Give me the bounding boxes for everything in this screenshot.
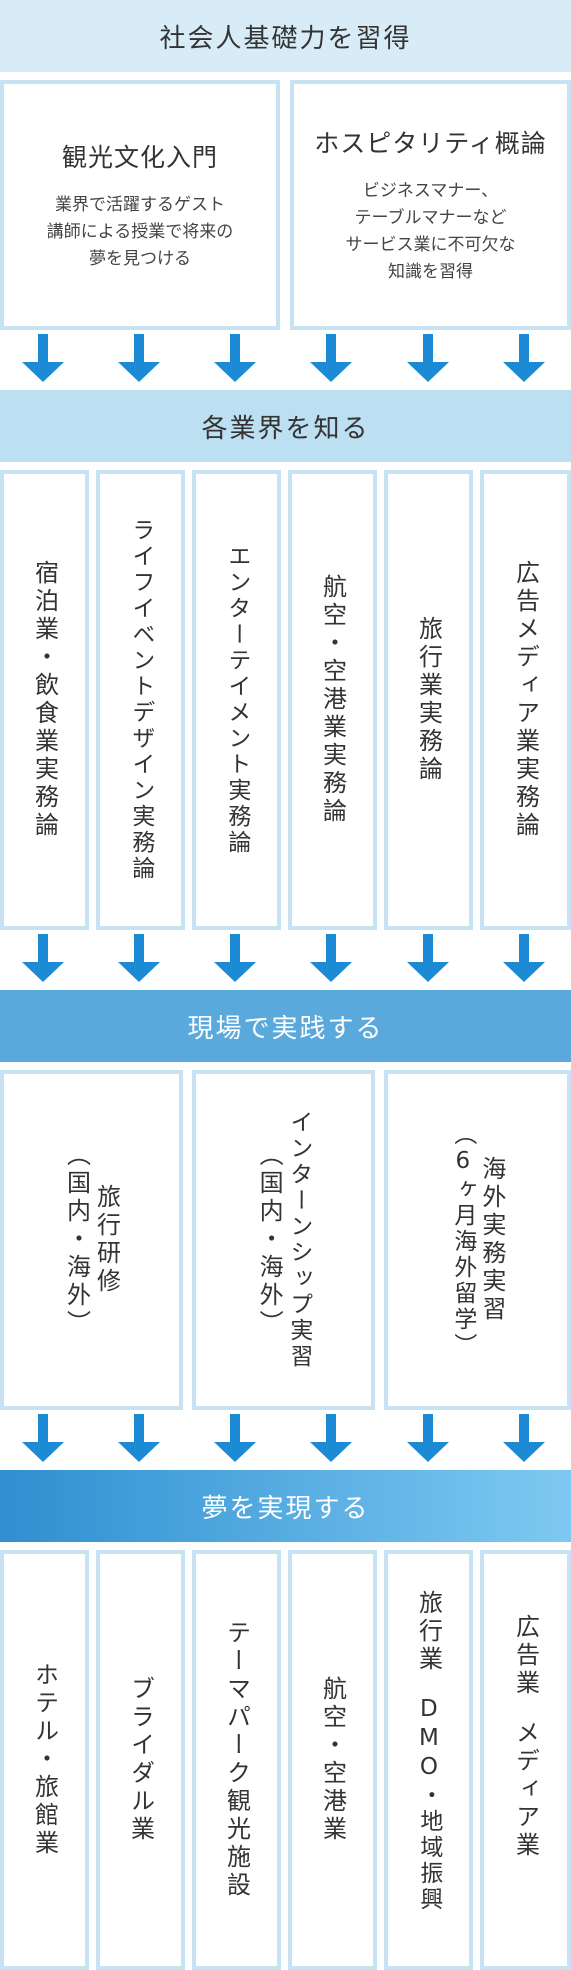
banner-know-industries: 各業界を知る <box>0 390 571 462</box>
desc-line: 知識を習得 <box>388 262 473 282</box>
career-box: ブライダル業 <box>96 1550 185 1970</box>
down-arrow-icon <box>407 1414 449 1462</box>
career-label: ブライダル業 <box>126 1676 155 1844</box>
down-arrow-icon <box>118 1414 160 1462</box>
down-arrow-icon <box>407 934 449 982</box>
career-box: テーマパーク観光施設 <box>192 1550 281 1970</box>
down-arrow-icon <box>310 334 352 382</box>
practice-main: 海外実務実習 <box>477 1156 506 1324</box>
career-label: 旅行業 <box>414 1590 443 1674</box>
desc-line: 夢を見つける <box>89 248 191 269</box>
down-arrow-icon <box>503 934 545 982</box>
down-arrow-icon <box>22 334 64 382</box>
career-label: メディア業 <box>511 1720 540 1860</box>
down-arrow-icon <box>118 934 160 982</box>
course-tourism-culture: 観光文化入門 業界で活躍するゲスト 講師による授業で将来の 夢を見つける <box>0 80 280 330</box>
down-arrow-icon <box>310 1414 352 1462</box>
industry-label: ライフイベントデザイン実務論 <box>127 518 154 882</box>
banner-realize-dream: 夢を実現する <box>0 1470 571 1542</box>
down-arrow-icon <box>503 1414 545 1462</box>
industry-box: ライフイベントデザイン実務論 <box>96 470 185 930</box>
banner-basic-skills: 社会人基礎力を習得 <box>0 0 571 72</box>
down-arrow-icon <box>22 934 64 982</box>
down-arrow-icon <box>310 934 352 982</box>
industry-label: 航空・空港業実務論 <box>318 574 347 826</box>
practice-sub: （国内・海外） <box>62 1142 91 1338</box>
career-box: 航空・空港業 <box>288 1550 377 1970</box>
industry-box: 航空・空港業実務論 <box>288 470 377 930</box>
course-title: 観光文化入門 <box>61 142 218 172</box>
career-box: ホテル・旅館業 <box>0 1550 89 1970</box>
practice-main: インターンシップ実習 <box>285 1110 312 1370</box>
down-arrow-icon <box>503 334 545 382</box>
career-label: ホテル・旅館業 <box>30 1662 59 1858</box>
practice-box: 海外実務実習 （6ヶ月海外留学） <box>384 1070 571 1410</box>
down-arrow-icon <box>22 1414 64 1462</box>
industry-label: エンターテイメント実務論 <box>223 544 250 856</box>
career-label: DMO・地域振興 <box>415 1696 442 1913</box>
course-desc: ビジネスマナー、 テーブルマナーなど サービス業に不可欠な 知識を習得 <box>346 178 516 286</box>
industry-box: 旅行業実務論 <box>384 470 473 930</box>
down-arrow-icon <box>214 334 256 382</box>
industry-box: 宿泊業・飲食業実務論 <box>0 470 89 930</box>
desc-line: 業界で活躍するゲスト <box>55 194 225 215</box>
industry-label: 広告メディア業実務論 <box>511 560 540 840</box>
practice-box: インターンシップ実習 （国内・海外） <box>192 1070 375 1410</box>
desc-line: ビジネスマナー、 <box>362 181 499 201</box>
practice-box: 旅行研修 （国内・海外） <box>0 1070 183 1410</box>
career-box: 広告業 メディア業 <box>480 1550 571 1970</box>
course-hospitality: ホスピタリティ概論 ビジネスマナー、 テーブルマナーなど サービス業に不可欠な … <box>290 80 571 330</box>
desc-line: 講師による授業で将来の <box>46 221 234 242</box>
career-label: 航空・空港業 <box>318 1676 347 1844</box>
career-box: 旅行業 DMO・地域振興 <box>384 1550 473 1970</box>
banner-practice: 現場で実践する <box>0 990 571 1062</box>
desc-line: テーブルマナーなど <box>354 208 507 228</box>
career-label: テーマパーク観光施設 <box>222 1620 251 1900</box>
down-arrow-icon <box>118 334 160 382</box>
career-label: 広告業 <box>511 1614 540 1698</box>
down-arrow-icon <box>214 1414 256 1462</box>
industry-box: エンターテイメント実務論 <box>192 470 281 930</box>
industry-box: 広告メディア業実務論 <box>480 470 571 930</box>
practice-sub: （6ヶ月海外留学） <box>449 1121 476 1359</box>
practice-main: 旅行研修 <box>92 1184 121 1296</box>
down-arrow-icon <box>214 934 256 982</box>
down-arrow-icon <box>407 334 449 382</box>
course-desc: 業界で活躍するゲスト 講師による授業で将来の 夢を見つける <box>47 192 234 273</box>
desc-line: サービス業に不可欠な <box>345 235 516 255</box>
practice-sub: （国内・海外） <box>255 1142 284 1338</box>
industry-label: 宿泊業・飲食業実務論 <box>30 560 59 840</box>
course-title: ホスピタリティ概論 <box>314 129 547 158</box>
industry-label: 旅行業実務論 <box>414 616 443 784</box>
